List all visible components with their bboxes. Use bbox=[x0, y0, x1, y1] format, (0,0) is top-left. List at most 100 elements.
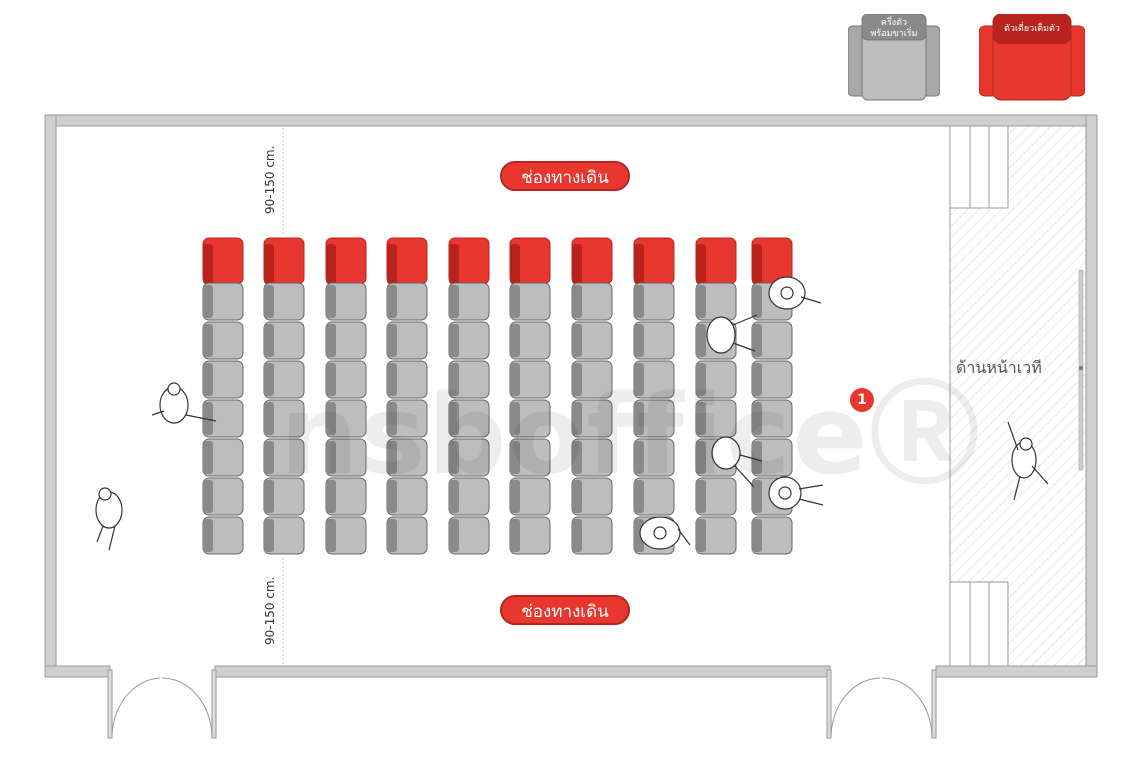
grey-seat bbox=[386, 516, 428, 555]
aisle-label-top: ช่องทางเดิน bbox=[500, 161, 630, 191]
grey-seat bbox=[325, 516, 367, 555]
grey-seat bbox=[202, 360, 244, 399]
person-figure-aisle-3 bbox=[711, 436, 763, 488]
red-seat bbox=[571, 237, 613, 285]
grey-seat bbox=[386, 399, 428, 438]
grey-seat bbox=[263, 282, 305, 321]
grey-seat bbox=[509, 438, 551, 477]
half-seat-icon bbox=[847, 13, 941, 101]
red-seat bbox=[263, 237, 305, 285]
grey-seat bbox=[386, 438, 428, 477]
grey-seat bbox=[202, 282, 244, 321]
grey-seat bbox=[448, 360, 490, 399]
red-seat bbox=[202, 237, 244, 285]
red-seat bbox=[751, 237, 793, 285]
red-seat bbox=[695, 237, 737, 285]
red-seat bbox=[509, 237, 551, 285]
grey-seat bbox=[386, 282, 428, 321]
grey-seat bbox=[509, 477, 551, 516]
grey-seat bbox=[325, 282, 367, 321]
grey-seat bbox=[695, 360, 737, 399]
grey-seat bbox=[325, 438, 367, 477]
person-figure-aisle-2 bbox=[706, 314, 758, 354]
grey-seat bbox=[386, 477, 428, 516]
grey-seat bbox=[751, 360, 793, 399]
grey-seat bbox=[751, 516, 793, 555]
grey-seat bbox=[509, 282, 551, 321]
grey-seat bbox=[448, 282, 490, 321]
legend-half-seat: ครึ่งตัว พร้อมขาเริ่ม bbox=[847, 13, 941, 102]
person-figure-aisle-5 bbox=[639, 516, 691, 550]
grey-seat bbox=[263, 516, 305, 555]
grey-seat bbox=[325, 360, 367, 399]
grey-seat bbox=[448, 399, 490, 438]
grey-seat bbox=[202, 399, 244, 438]
grey-seat bbox=[633, 321, 675, 360]
red-seat bbox=[633, 237, 675, 285]
stage-platform bbox=[949, 125, 1087, 667]
seating-grid bbox=[202, 237, 793, 555]
dimension-top-label: 90-150 cm. bbox=[263, 145, 277, 214]
grey-seat bbox=[509, 360, 551, 399]
grey-seat bbox=[325, 477, 367, 516]
grey-seat bbox=[571, 321, 613, 360]
grey-seat bbox=[571, 399, 613, 438]
grey-seat bbox=[571, 516, 613, 555]
person-figure-left bbox=[151, 382, 217, 424]
person-figure-stage bbox=[1007, 421, 1049, 501]
grey-seat bbox=[695, 282, 737, 321]
grey-seat bbox=[509, 516, 551, 555]
grey-seat bbox=[751, 399, 793, 438]
grey-seat bbox=[202, 477, 244, 516]
half-seat-label: ครึ่งตัว พร้อมขาเริ่ม bbox=[870, 18, 918, 39]
grey-seat bbox=[263, 399, 305, 438]
aisle-label-bottom: ช่องทางเดิน bbox=[500, 595, 630, 625]
grey-seat bbox=[263, 477, 305, 516]
grey-seat bbox=[263, 360, 305, 399]
people-figures bbox=[95, 276, 1049, 551]
grey-seat bbox=[633, 282, 675, 321]
grey-seat bbox=[571, 477, 613, 516]
grey-seat bbox=[509, 399, 551, 438]
area-marker: 1 bbox=[850, 388, 874, 412]
room-walls bbox=[44, 114, 1098, 678]
door-right bbox=[826, 669, 937, 739]
stage-front-label: ด้านหน้าเวที bbox=[956, 358, 1042, 377]
grey-seat bbox=[202, 438, 244, 477]
grey-seat bbox=[325, 321, 367, 360]
full-seat-label: ตัวเดี่ยวเต็มตัว bbox=[1004, 24, 1060, 34]
grey-seat bbox=[751, 321, 793, 360]
dimension-bottom-label: 90-150 cm. bbox=[263, 576, 277, 645]
grey-seat bbox=[571, 438, 613, 477]
grey-seat bbox=[571, 360, 613, 399]
grey-seat bbox=[571, 282, 613, 321]
grey-seat bbox=[263, 438, 305, 477]
person-figure-aisle-4 bbox=[768, 476, 824, 510]
grey-seat bbox=[202, 321, 244, 360]
door-left bbox=[107, 669, 217, 739]
red-seat bbox=[386, 237, 428, 285]
grey-seat bbox=[695, 516, 737, 555]
grey-seat bbox=[448, 477, 490, 516]
grey-seat bbox=[633, 399, 675, 438]
grey-seat bbox=[202, 516, 244, 555]
grey-seat bbox=[386, 321, 428, 360]
red-seat bbox=[325, 237, 367, 285]
grey-seat bbox=[448, 516, 490, 555]
person-figure-aisle-1 bbox=[768, 276, 822, 310]
grey-seat bbox=[509, 321, 551, 360]
grey-seat bbox=[695, 399, 737, 438]
grey-seat bbox=[386, 360, 428, 399]
red-seat bbox=[448, 237, 490, 285]
full-seat-icon bbox=[978, 13, 1086, 101]
grey-seat bbox=[695, 477, 737, 516]
grey-seat bbox=[448, 438, 490, 477]
grey-seat bbox=[633, 438, 675, 477]
grey-seat bbox=[633, 477, 675, 516]
grey-seat bbox=[325, 399, 367, 438]
person-figure-bottom-left bbox=[95, 487, 123, 551]
grey-seat bbox=[751, 438, 793, 477]
legend-full-seat: ตัวเดี่ยวเต็มตัว bbox=[978, 13, 1086, 102]
grey-seat bbox=[633, 360, 675, 399]
